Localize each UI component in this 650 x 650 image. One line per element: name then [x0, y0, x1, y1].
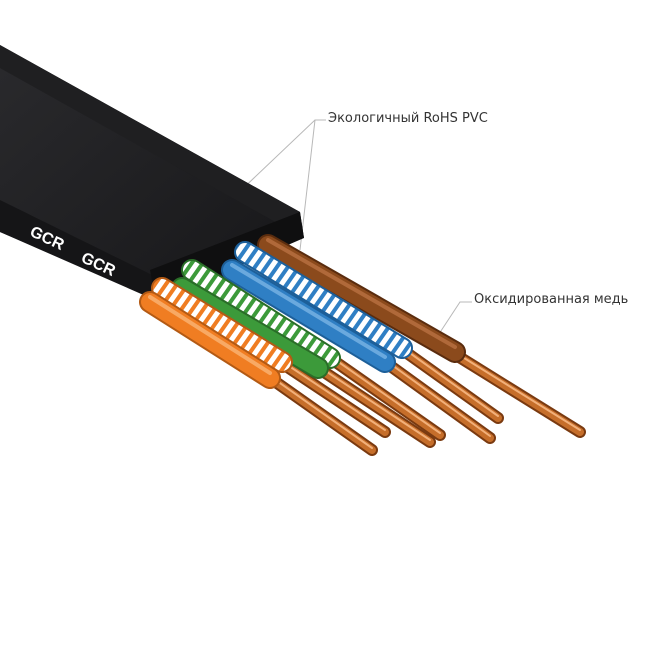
wire-green [181, 259, 341, 369]
conductor-callout-label: Оксидированная медь [474, 292, 629, 307]
conductor-green-white [312, 362, 436, 448]
conductor-orange-white [274, 356, 391, 438]
wire-orange [139, 291, 281, 389]
wire-brown [257, 234, 466, 363]
copper-conductors [264, 342, 586, 456]
cable-jacket: GCR GCR [0, 45, 304, 312]
conductor-blue [394, 342, 504, 424]
wire-blue [234, 241, 413, 359]
conductor-brown [442, 344, 586, 438]
wire-green-white [171, 277, 329, 379]
wire-orange-white [151, 277, 293, 373]
conductor-orange [264, 372, 378, 456]
insulation-callout-label: Экологичный RoHS PVC [328, 111, 488, 126]
wire-blue-white [221, 259, 396, 373]
insulated-wires [139, 234, 466, 389]
conductor-green [324, 352, 446, 441]
conductor-blue-white [379, 356, 496, 444]
